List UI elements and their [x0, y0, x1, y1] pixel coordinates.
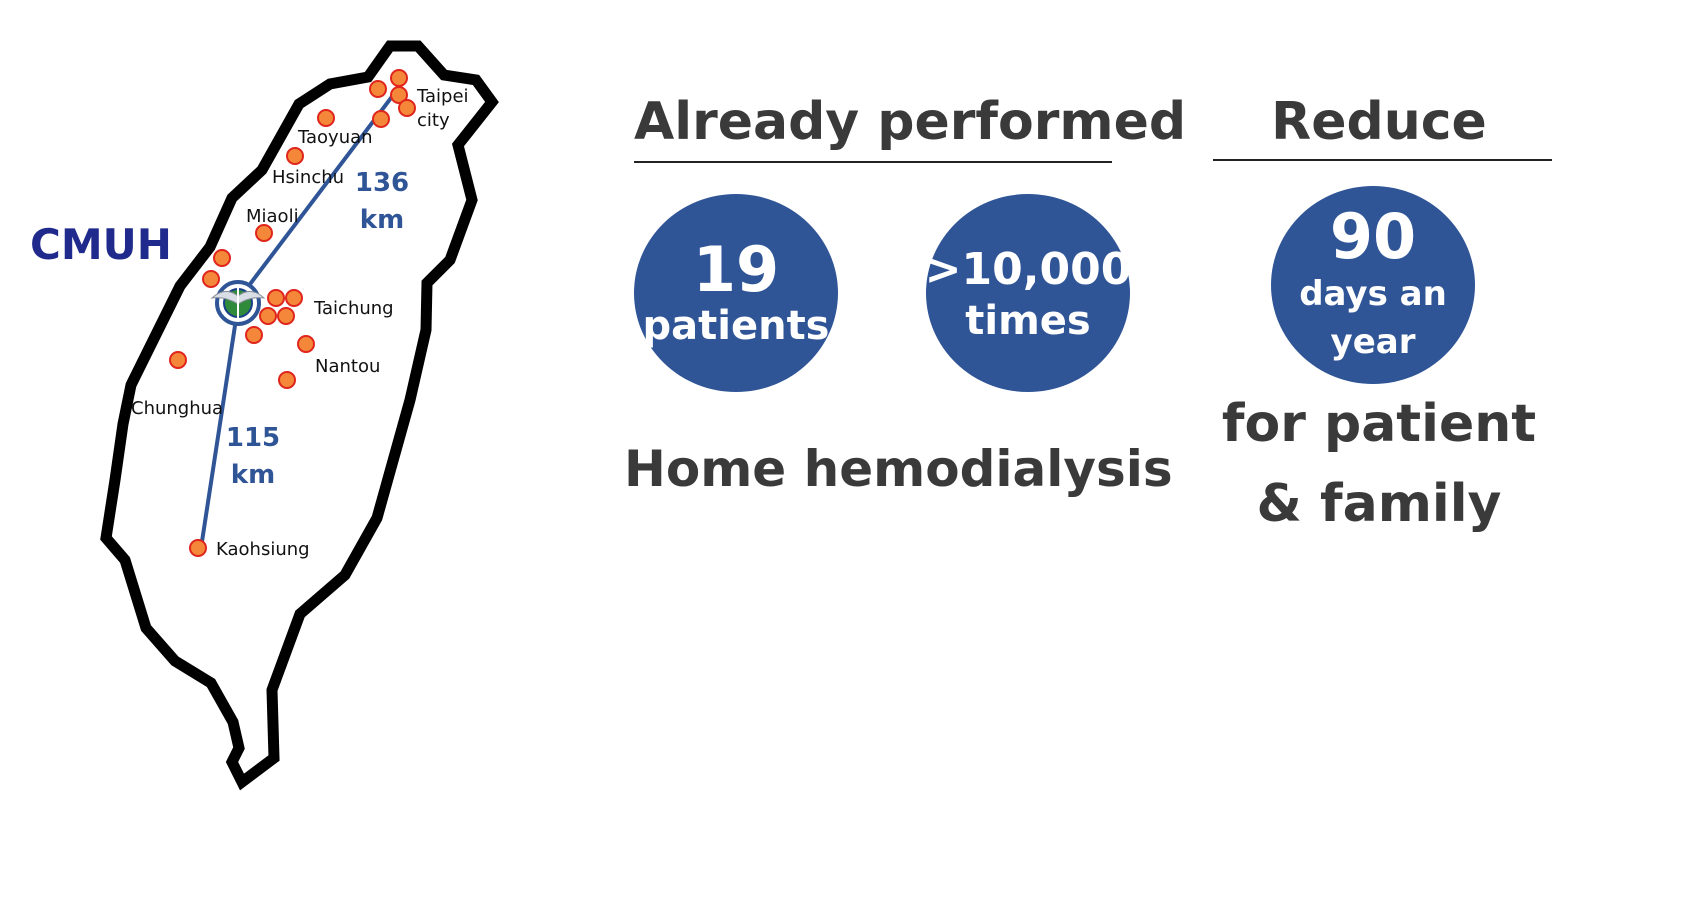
city-label-taoyuan: Taoyuan: [297, 127, 373, 148]
days-circle: 90 days an year: [1271, 186, 1475, 384]
patient-marker: [390, 69, 408, 87]
cmuh-logo: [210, 280, 266, 326]
performed-divider: [634, 161, 1112, 163]
patient-marker: [297, 335, 315, 353]
patient-marker: [189, 539, 207, 557]
patient-marker: [372, 110, 390, 128]
city-label-nantou: Nantou: [315, 356, 380, 377]
route-to-taipei: [236, 88, 399, 302]
times-label: times: [965, 298, 1091, 344]
patient-marker: [259, 307, 277, 325]
patient-marker: [398, 99, 416, 117]
patient-marker: [245, 326, 263, 344]
patient-marker: [202, 270, 220, 288]
city-label-chunghua: Chunghua: [131, 398, 223, 419]
distance-south-unit: km: [231, 460, 275, 490]
city-label-hsinchu: Hsinchu: [272, 167, 344, 188]
patient-marker: [390, 86, 408, 104]
patient-marker: [255, 224, 273, 242]
reduce-divider: [1213, 159, 1552, 161]
taiwan-outline: [100, 40, 499, 791]
taiwan-map: Taipei city Taoyuan Hsinchu Miaoli Taich…: [100, 40, 499, 791]
patient-marker: [267, 289, 285, 307]
days-label-line1: days an: [1299, 274, 1447, 314]
days-value: 90: [1329, 200, 1417, 273]
patient-marker: [169, 351, 187, 369]
performed-heading: Already performed: [634, 92, 1187, 152]
performed-caption: Home hemodialysis: [624, 440, 1173, 498]
days-label-line2: year: [1330, 322, 1416, 362]
patients-circle: 19 patients: [634, 194, 838, 392]
distance-north-value: 136: [355, 168, 409, 198]
patient-marker: [317, 109, 335, 127]
patient-marker: [277, 307, 295, 325]
patients-value: 19: [692, 233, 780, 306]
patient-markers: [169, 69, 416, 557]
hospital-label: CMUH: [30, 220, 172, 269]
route-to-kaohsiung: [199, 305, 240, 549]
reduce-heading: Reduce: [1271, 92, 1487, 152]
city-label-kaohsiung: Kaohsiung: [216, 539, 310, 560]
reduce-caption-line2: & family: [1256, 474, 1502, 534]
patients-label: patients: [642, 303, 830, 349]
times-circle: >10,000 times: [924, 194, 1132, 392]
city-label-taipei-city: city: [417, 110, 450, 131]
city-label-taipei: Taipei: [416, 86, 469, 107]
patient-marker: [286, 147, 304, 165]
patient-marker: [285, 289, 303, 307]
patient-marker: [213, 249, 231, 267]
city-label-taichung: Taichung: [313, 298, 394, 319]
patient-marker: [278, 371, 296, 389]
times-value: >10,000: [924, 244, 1132, 295]
reduce-caption-line1: for patient: [1221, 394, 1537, 454]
patient-marker: [369, 80, 387, 98]
distance-south-value: 115: [226, 423, 280, 453]
city-label-miaoli: Miaoli: [246, 206, 299, 227]
distance-north-unit: km: [360, 205, 404, 235]
